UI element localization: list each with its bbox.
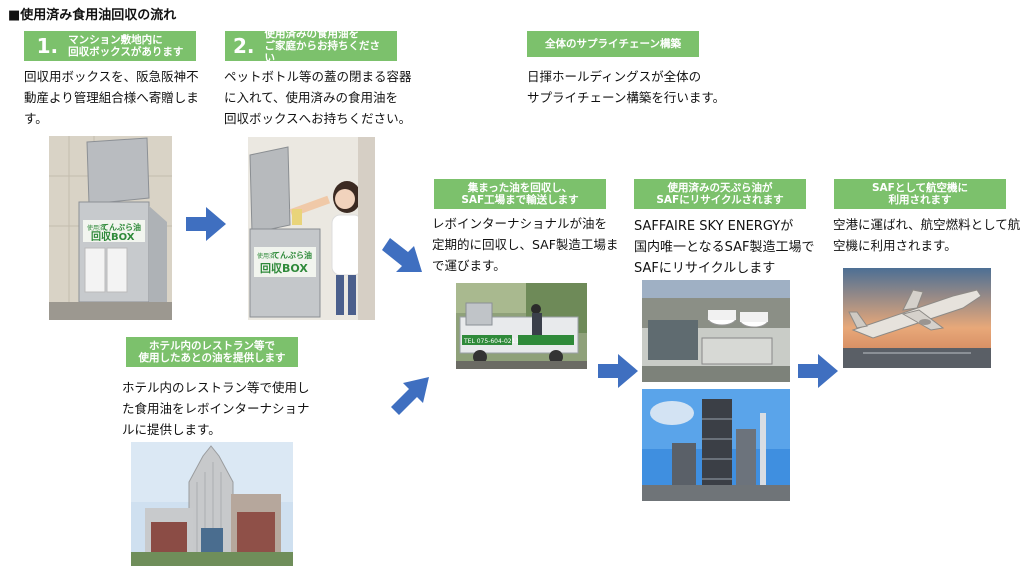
flight-badge: SAFとして航空機に 利用されます	[834, 179, 1006, 209]
child-pouring-oil-photo: 使用済 てんぷら油 回収BOX	[248, 137, 375, 320]
step1-desc-line1: 回収用ボックスを、阪急阪神不	[24, 69, 199, 84]
recycle-badge-line1: 使用済みの天ぷら油が	[667, 182, 773, 194]
hotel-badge-line2: 使用したあとの油を提供します	[138, 352, 286, 364]
supply-chain-badge: 全体のサプライチェーン構築	[527, 31, 699, 57]
saf-plant-aerial-photo	[642, 280, 790, 382]
hotel-badge-line1: ホテル内のレストラン等で	[149, 340, 275, 352]
flow-arrow-hotel	[391, 377, 429, 419]
supply-desc-line2: サプライチェーン構築を行います。	[527, 90, 726, 105]
page-title: ■使用済み食用油回収の流れ	[8, 8, 177, 23]
step2-box-big: てんぷら油	[272, 250, 312, 260]
flow-arrow-3	[598, 354, 638, 392]
truck-text: TEL 075-604-0211	[463, 338, 519, 345]
recycle-desc-line1: SAFFAIRE SKY ENERGYが	[634, 219, 794, 234]
step2-box-main: 回収BOX	[260, 261, 308, 275]
supply-chain-description: 日揮ホールディングスが全体の サプライチェーン構築を行います。	[527, 66, 757, 108]
recycle-desc-line3: SAFにリサイクルします	[634, 261, 776, 276]
step2-badge: 2. 使用済みの食用油を ご家庭からお持ちください	[225, 28, 397, 64]
step2-description: ペットボトル等の蓋の閉まる容器 に入れて、使用済みの食用油を 回収ボックスへお持…	[224, 66, 424, 129]
supply-desc-line1: 日揮ホールディングスが全体の	[527, 69, 702, 84]
hotel-badge: ホテル内のレストラン等で 使用したあとの油を提供します	[126, 337, 298, 367]
hotel-desc-line2: た食用油をレボインターナショナ	[122, 401, 310, 416]
recycle-desc-line2: 国内唯一となるSAF製造工場で	[634, 240, 815, 255]
step1-badge-line2: 回収ボックスがあります	[68, 46, 184, 58]
flight-badge-line2: 利用されます	[888, 194, 952, 206]
step1-box-big: てんぷら油	[101, 222, 141, 232]
step2-badge-line1: 使用済みの食用油を	[264, 28, 360, 40]
hotel-desc-line1: ホテル内のレストラン等で使用し	[122, 380, 310, 395]
recycle-badge: 使用済みの天ぷら油が SAFにリサイクルされます	[634, 179, 806, 209]
collect-desc-line3: で運びます。	[432, 258, 506, 273]
flight-badge-line1: SAFとして航空機に	[871, 182, 969, 194]
step2-number: 2.	[233, 34, 255, 58]
step1-number: 1.	[36, 34, 59, 58]
collect-badge: 集まった油を回収し、 SAF工場まで輸送します	[434, 179, 606, 209]
hotel-description: ホテル内のレストラン等で使用し た食用油をレボインターナショナ ルに提供します。	[122, 377, 322, 440]
recycle-description: SAFFAIRE SKY ENERGYが 国内唯一となるSAF製造工場で SAF…	[634, 216, 834, 279]
step1-desc-line3: す。	[24, 111, 48, 126]
hotel-desc-line3: ルに提供します。	[122, 422, 221, 437]
step2-box-small: 使用済	[257, 252, 275, 260]
saf-plant-tower-photo	[642, 389, 790, 501]
flow-arrow-1	[186, 207, 226, 245]
flight-description: 空港に運ばれ、航空燃料として航 空機に利用されます。	[833, 214, 1023, 256]
flight-desc-line1: 空港に運ばれ、航空燃料として航	[833, 217, 1021, 232]
collect-description: レボインターナショナルが油を 定期的に回収し、SAF製造工場ま で運びます。	[432, 213, 632, 276]
flow-arrow-4	[798, 354, 838, 392]
collect-desc-line2: 定期的に回収し、SAF製造工場ま	[432, 237, 619, 252]
step2-desc-line2: に入れて、使用済みの食用油を	[224, 90, 399, 105]
recycle-badge-line2: SAFにリサイクルされます	[656, 194, 784, 206]
step1-box-small: 使用済	[87, 224, 105, 232]
step2-badge-line2: ご家庭からお持ちください	[264, 40, 381, 64]
step2-desc-line3: 回収ボックスへお持ちください。	[224, 111, 412, 126]
collection-box-photo: 使用済 てんぷら油 回収BOX	[49, 136, 172, 320]
step1-badge-line1: マンション敷地内に	[68, 34, 163, 46]
step1-desc-line2: 動産より管理組合様へ寄贈しま	[24, 90, 199, 105]
step1-badge: 1. マンション敷地内に 回収ボックスがあります	[24, 31, 196, 61]
step1-description: 回収用ボックスを、阪急阪神不 動産より管理組合様へ寄贈しま す。	[24, 66, 204, 129]
airplane-photo	[843, 268, 991, 368]
collect-badge-line1: 集まった油を回収し、	[467, 182, 573, 194]
collect-desc-line1: レボインターナショナルが油を	[432, 216, 608, 231]
step2-desc-line1: ペットボトル等の蓋の閉まる容器	[224, 69, 412, 84]
hotel-building-photo	[131, 442, 293, 566]
flight-desc-line2: 空機に利用されます。	[833, 238, 957, 253]
collection-truck-photo: TEL 075-604-0211	[456, 283, 587, 369]
collect-badge-line2: SAF工場まで輸送します	[461, 194, 579, 206]
step1-box-main: 回収BOX	[91, 231, 135, 243]
flow-arrow-2	[382, 238, 422, 280]
